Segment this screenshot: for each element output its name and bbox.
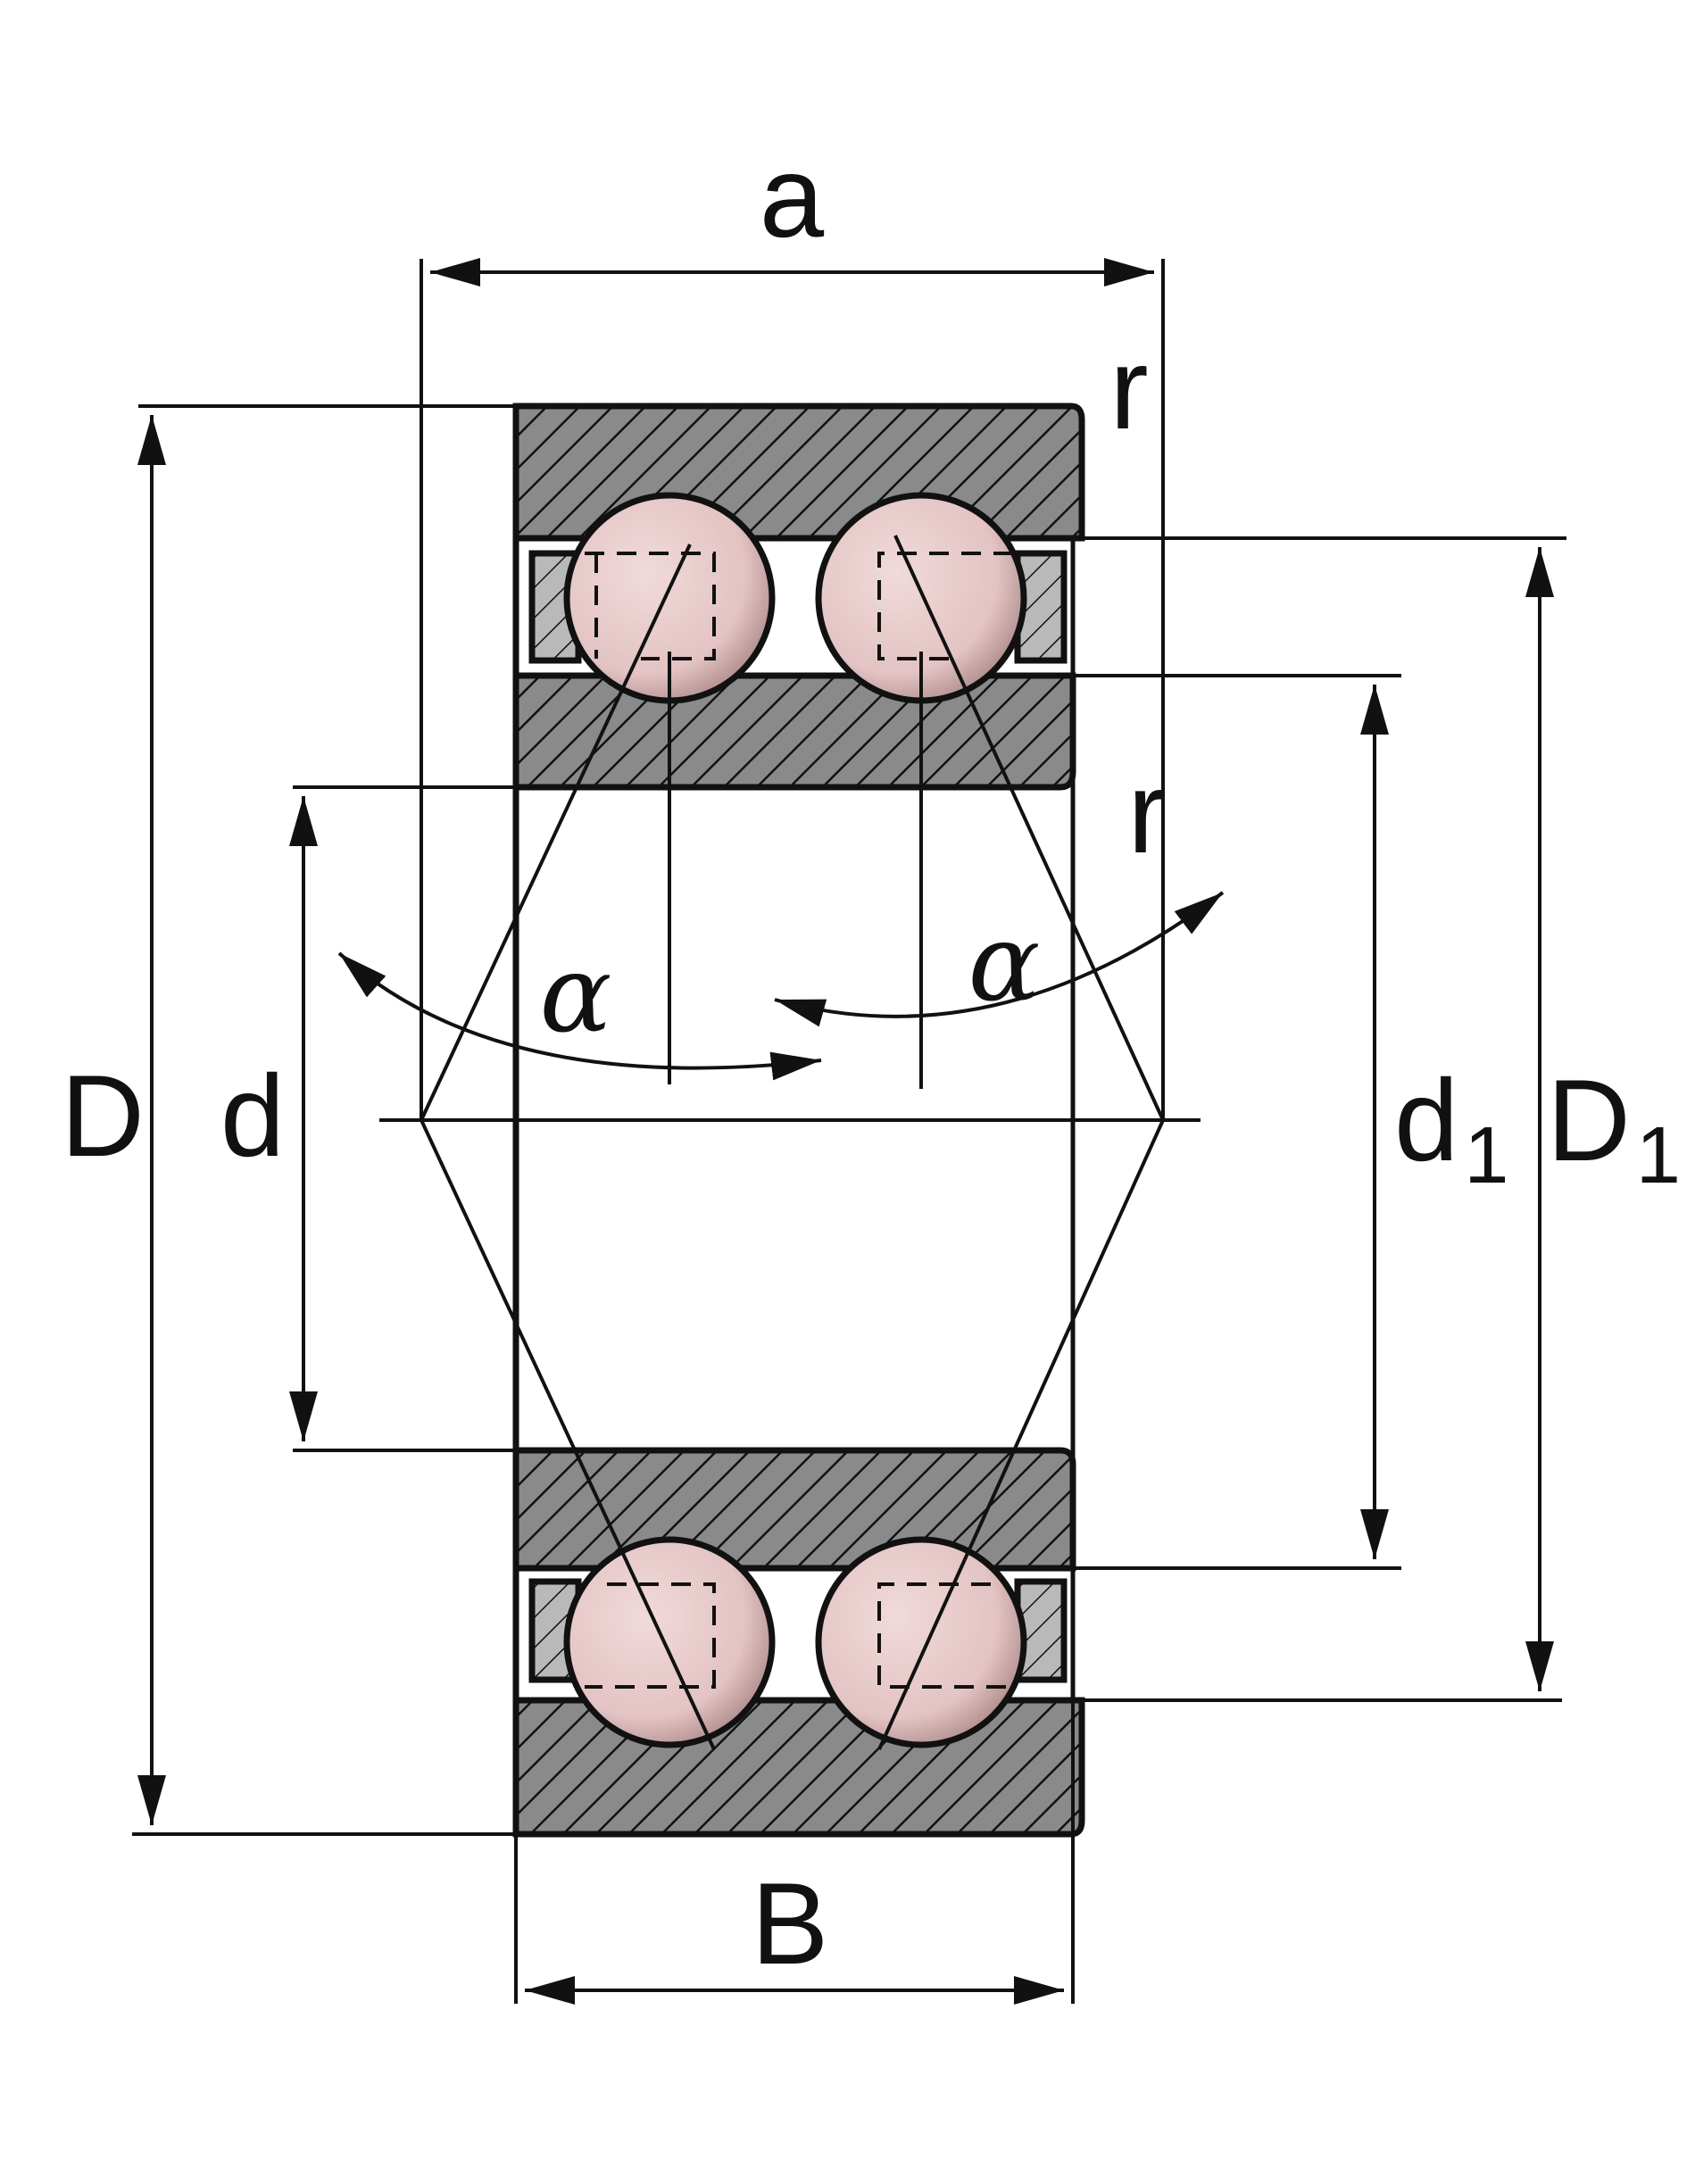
dimension-d: d — [220, 785, 516, 1452]
ball-bottom-left — [563, 1536, 776, 1748]
label-r-mid: r — [1127, 747, 1166, 877]
label-d1: d1 — [1394, 1055, 1508, 1200]
angle-alpha-left: α — [337, 933, 822, 1081]
dimension-D1: D1 — [1082, 536, 1681, 1702]
dimension-d1: d1 — [1073, 674, 1508, 1570]
label-a: a — [760, 131, 825, 262]
label-alpha-left: α — [539, 933, 611, 1057]
ball-bottom-right — [815, 1536, 1027, 1748]
inner-ring-top — [512, 672, 1076, 791]
angle-alpha-right: α — [774, 891, 1225, 1027]
label-D1: D1 — [1547, 1055, 1681, 1200]
label-d: d — [220, 1050, 285, 1181]
label-alpha-right: α — [968, 901, 1040, 1026]
dimension-B: B — [514, 1700, 1075, 2005]
label-r-top: r — [1109, 323, 1148, 453]
dimension-a: a — [420, 131, 1165, 1120]
label-D: D — [61, 1050, 145, 1181]
dimension-D: D — [61, 404, 516, 1836]
label-B: B — [752, 1858, 829, 1989]
